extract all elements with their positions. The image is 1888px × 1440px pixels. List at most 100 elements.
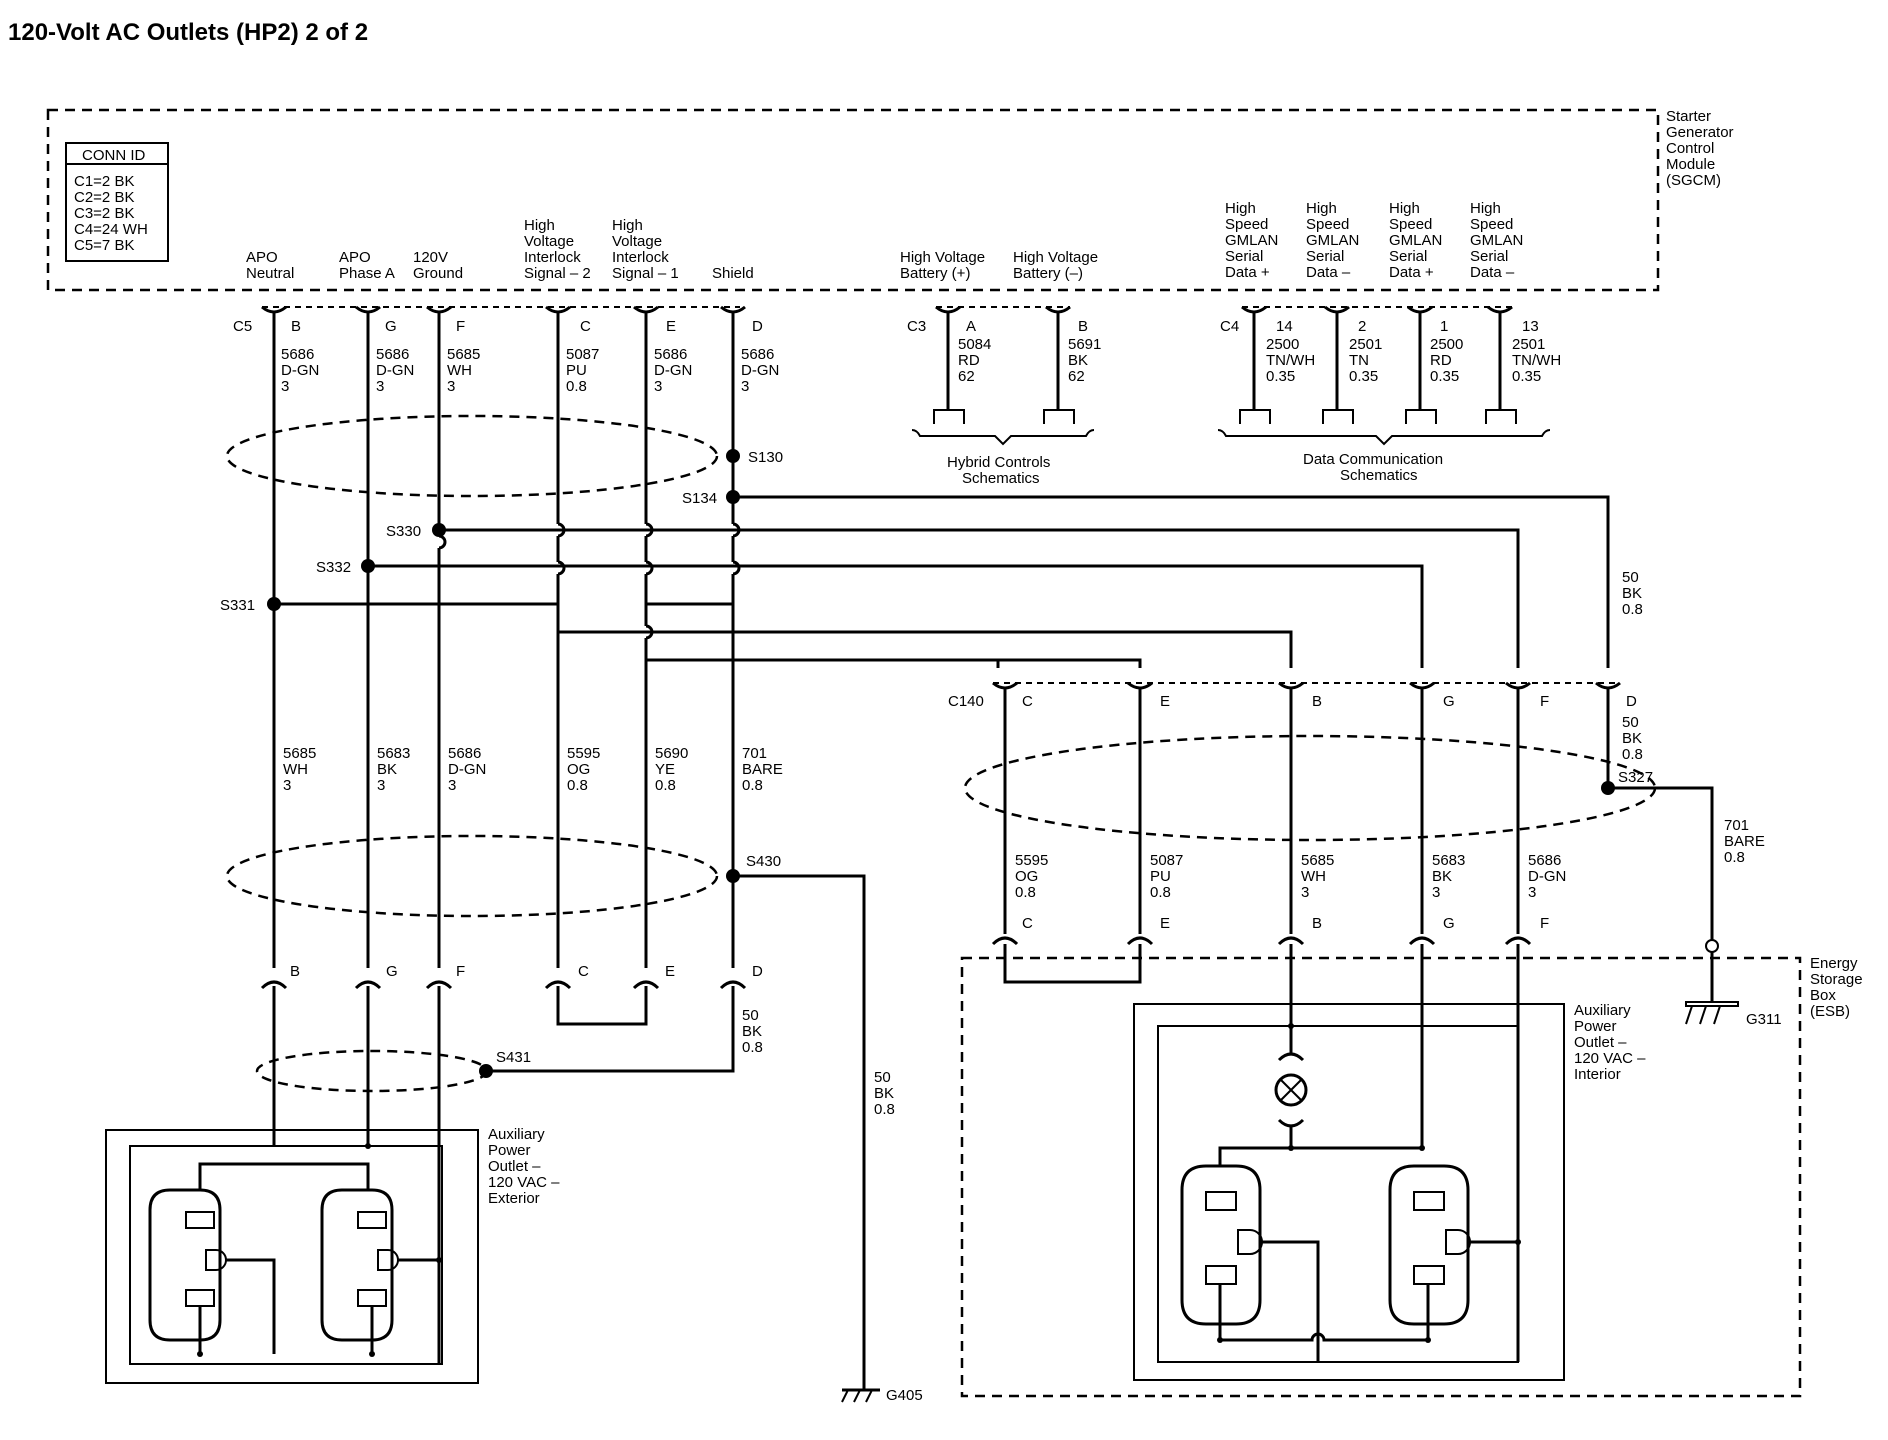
svg-text:3: 3 xyxy=(741,378,749,395)
c5-vertical-wires xyxy=(272,312,741,968)
svg-text:2500: 2500 xyxy=(1430,336,1463,353)
svg-text:High: High xyxy=(1389,200,1420,217)
svg-text:Serial: Serial xyxy=(1306,248,1344,265)
svg-text:5084: 5084 xyxy=(958,336,991,353)
svg-text:S332: S332 xyxy=(316,559,351,576)
s431-wire xyxy=(486,1000,735,1073)
svg-text:Battery (–): Battery (–) xyxy=(1013,265,1083,282)
svg-text:Voltage: Voltage xyxy=(612,233,662,250)
svg-text:0.35: 0.35 xyxy=(1266,368,1295,385)
c5-pins: B G F C E D xyxy=(261,305,763,335)
svg-text:RD: RD xyxy=(958,352,980,369)
c5-connector-label: C5 xyxy=(233,318,252,335)
svg-text:Data –: Data – xyxy=(1306,264,1351,281)
svg-text:E: E xyxy=(1160,915,1170,932)
esb-connector-pins: C E B G F xyxy=(991,915,1549,946)
svg-text:5685: 5685 xyxy=(1301,852,1334,869)
svg-text:0.8: 0.8 xyxy=(567,777,588,794)
exterior-outlet-assembly xyxy=(105,1000,479,1384)
svg-text:High Voltage: High Voltage xyxy=(1013,249,1098,266)
svg-text:Signal – 1: Signal – 1 xyxy=(612,265,679,282)
svg-text:5686: 5686 xyxy=(654,346,687,363)
svg-text:C2=2 BK: C2=2 BK xyxy=(74,189,134,206)
shield-ellipse-c140 xyxy=(963,734,1657,842)
svg-text:0.8: 0.8 xyxy=(655,777,676,794)
c3-connector-label: C3 xyxy=(907,318,926,335)
svg-text:S134: S134 xyxy=(682,490,717,507)
svg-text:BARE: BARE xyxy=(1724,833,1765,850)
svg-text:Module: Module xyxy=(1666,156,1715,173)
s134-ground-wire-label-2: BK xyxy=(1622,585,1642,602)
sgcm-module-label: Starter Generator Control Module (SGCM) xyxy=(1666,108,1734,189)
svg-text:Interlock: Interlock xyxy=(612,249,669,266)
svg-text:3: 3 xyxy=(377,777,385,794)
shield-ellipse-s431 xyxy=(255,1049,489,1093)
exterior-outlet-label: Auxiliary Power Outlet – 120 VAC – Exter… xyxy=(488,1126,560,1207)
svg-text:G405: G405 xyxy=(886,1387,923,1404)
svg-text:Data +: Data + xyxy=(1389,264,1434,281)
svg-text:3: 3 xyxy=(1301,884,1309,901)
svg-text:0.8: 0.8 xyxy=(1015,884,1036,901)
svg-text:5685: 5685 xyxy=(447,346,480,363)
svg-text:5087: 5087 xyxy=(566,346,599,363)
svg-text:GMLAN: GMLAN xyxy=(1389,232,1442,249)
svg-text:3: 3 xyxy=(283,777,291,794)
svg-text:PU: PU xyxy=(1150,868,1171,885)
svg-text:G: G xyxy=(386,963,398,980)
ext-outlet-pins: B G F C E D xyxy=(260,963,763,1000)
svg-text:5686: 5686 xyxy=(376,346,409,363)
svg-text:Auxiliary: Auxiliary xyxy=(1574,1002,1631,1019)
svg-text:5690: 5690 xyxy=(655,745,688,762)
svg-text:C4=24 WH: C4=24 WH xyxy=(74,221,148,238)
svg-text:Power: Power xyxy=(1574,1018,1617,1035)
svg-text:2501: 2501 xyxy=(1512,336,1545,353)
svg-text:50: 50 xyxy=(1622,714,1639,731)
svg-text:CONN ID: CONN ID xyxy=(82,147,146,164)
svg-text:WH: WH xyxy=(447,362,472,379)
svg-text:Schematics: Schematics xyxy=(962,470,1040,487)
svg-text:3: 3 xyxy=(448,777,456,794)
svg-text:D-GN: D-GN xyxy=(741,362,779,379)
svg-text:RD: RD xyxy=(1430,352,1452,369)
hybrid-controls-ref: Hybrid Controls Schematics xyxy=(911,409,1095,487)
svg-text:S130: S130 xyxy=(748,449,783,466)
svg-text:C3=2 BK: C3=2 BK xyxy=(74,205,134,222)
svg-text:GMLAN: GMLAN xyxy=(1306,232,1359,249)
svg-text:B: B xyxy=(290,963,300,980)
data-communication-ref: Data Communication Schematics xyxy=(1217,409,1551,484)
svg-text:5683: 5683 xyxy=(1432,852,1465,869)
svg-text:Energy: Energy xyxy=(1810,955,1858,972)
svg-text:BARE: BARE xyxy=(742,761,783,778)
svg-text:High: High xyxy=(612,217,643,234)
c140-d-wire-label: 50 BK 0.8 xyxy=(1622,714,1643,763)
svg-text:C: C xyxy=(1022,693,1033,710)
svg-text:Speed: Speed xyxy=(1470,216,1513,233)
svg-text:Box: Box xyxy=(1810,987,1836,1004)
svg-text:High Voltage: High Voltage xyxy=(900,249,985,266)
svg-text:B: B xyxy=(291,318,301,335)
svg-text:(SGCM): (SGCM) xyxy=(1666,172,1721,189)
svg-text:3: 3 xyxy=(1528,884,1536,901)
svg-text:1: 1 xyxy=(1440,318,1448,335)
svg-text:B: B xyxy=(1312,915,1322,932)
conn-id-box: CONN ID C1=2 BK C2=2 BK C3=2 BK C4=24 WH… xyxy=(65,142,169,262)
svg-text:G: G xyxy=(1443,693,1455,710)
svg-text:C: C xyxy=(1022,915,1033,932)
svg-text:5686: 5686 xyxy=(448,745,481,762)
ground-symbol-g405: G405 xyxy=(841,1387,923,1404)
svg-text:F: F xyxy=(1540,693,1549,710)
splices: S130 S134 S330 S332 S331 xyxy=(220,449,783,614)
svg-text:Serial: Serial xyxy=(1470,248,1508,265)
c5-pin-names: APO Neutral APO Phase A 120V Ground High… xyxy=(246,217,754,282)
svg-text:WH: WH xyxy=(1301,868,1326,885)
svg-text:Outlet –: Outlet – xyxy=(488,1158,541,1175)
c4-connector-label: C4 xyxy=(1220,318,1239,335)
shield-ellipse-upper xyxy=(225,414,719,498)
svg-text:5087: 5087 xyxy=(1150,852,1183,869)
svg-text:TN/WH: TN/WH xyxy=(1512,352,1561,369)
svg-text:Auxiliary: Auxiliary xyxy=(488,1126,545,1143)
ground-symbol-g311: G311 xyxy=(1685,939,1782,1028)
svg-text:Exterior: Exterior xyxy=(488,1190,540,1207)
svg-text:3: 3 xyxy=(447,378,455,395)
